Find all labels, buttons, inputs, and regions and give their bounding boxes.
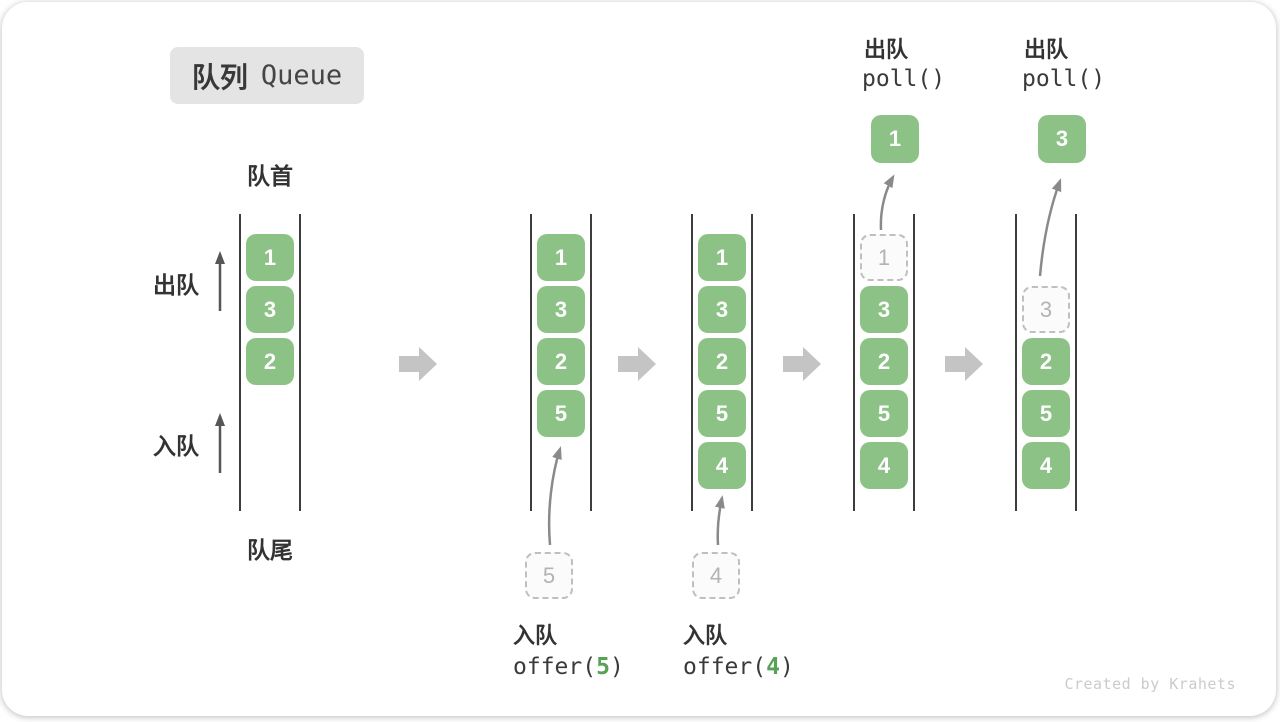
queue-item: 4 xyxy=(698,442,746,489)
queue-wall-line xyxy=(590,214,592,511)
queue-item: 2 xyxy=(698,338,746,385)
enqueue-arrow-icon xyxy=(547,446,562,546)
enqueue-op-code: offer(5) xyxy=(513,654,624,680)
queue-item: 2 xyxy=(246,338,294,385)
queue-item: 4 xyxy=(1022,442,1070,489)
title-chinese: 队列 xyxy=(191,61,248,93)
enqueue-arg: 4 xyxy=(766,654,780,680)
queue-wall-line xyxy=(530,214,532,511)
queue-wall-line xyxy=(751,214,753,511)
queue-wall-line xyxy=(1015,214,1017,511)
queue-item: 5 xyxy=(537,390,585,437)
queue-item: 2 xyxy=(1022,338,1070,385)
queue-item: 3 xyxy=(698,286,746,333)
title-badge: 队列 Queue xyxy=(170,47,364,104)
queue-item: 1 xyxy=(537,234,585,281)
queue-item: 4 xyxy=(860,442,908,489)
watermark: Created by Krahets xyxy=(1064,675,1236,693)
queue-wall-line xyxy=(239,214,241,511)
queue-item: 5 xyxy=(860,390,908,437)
queue-item: 5 xyxy=(1022,390,1070,437)
queue-wall-line xyxy=(299,214,301,511)
transition-arrow-icon xyxy=(399,347,437,381)
transition-arrow-icon xyxy=(783,347,821,381)
queue-item-removed: 1 xyxy=(860,234,908,281)
dequeue-op-label: 出队 xyxy=(864,37,909,62)
dequeue-op-code: poll() xyxy=(862,66,946,92)
enqueue-op-label: 入队 xyxy=(513,623,558,648)
queue-item: 1 xyxy=(698,234,746,281)
queue-item: 3 xyxy=(246,286,294,333)
queue-item-removed: 3 xyxy=(1022,286,1070,333)
queue-item: 2 xyxy=(537,338,585,385)
label-dequeue-direction: 出队 xyxy=(153,272,199,298)
queue-wall-line xyxy=(853,214,855,511)
dequeued-item: 1 xyxy=(871,115,919,163)
dequeue-op-code: poll() xyxy=(1022,66,1106,92)
transition-arrow-icon xyxy=(618,347,656,381)
title-english: Queue xyxy=(260,60,343,91)
label-enqueue-direction: 入队 xyxy=(153,433,199,459)
dequeue-arrow-icon xyxy=(879,174,895,231)
transition-arrow-icon xyxy=(945,347,983,381)
enqueue-arg: 5 xyxy=(596,654,610,680)
enqueue-op-label: 入队 xyxy=(683,623,728,648)
queue-wall-line xyxy=(1075,214,1077,511)
dequeued-item: 3 xyxy=(1038,115,1086,163)
enqueue-op-code: offer(4) xyxy=(683,654,794,680)
queue-item-pending: 5 xyxy=(525,552,573,599)
queue-item: 3 xyxy=(537,286,585,333)
queue-item: 2 xyxy=(860,338,908,385)
label-queue-rear: 队尾 xyxy=(247,537,293,563)
queue-item: 3 xyxy=(860,286,908,333)
dequeue-arrow-icon xyxy=(1038,178,1062,277)
enqueue-arrow-icon xyxy=(715,495,725,546)
dequeue-op-label: 出队 xyxy=(1024,37,1069,62)
queue-item: 1 xyxy=(246,234,294,281)
queue-item: 5 xyxy=(698,390,746,437)
queue-item-pending: 4 xyxy=(692,552,740,599)
queue-wall-line xyxy=(691,214,693,511)
label-queue-front: 队首 xyxy=(247,163,293,189)
queue-wall-line xyxy=(913,214,915,511)
